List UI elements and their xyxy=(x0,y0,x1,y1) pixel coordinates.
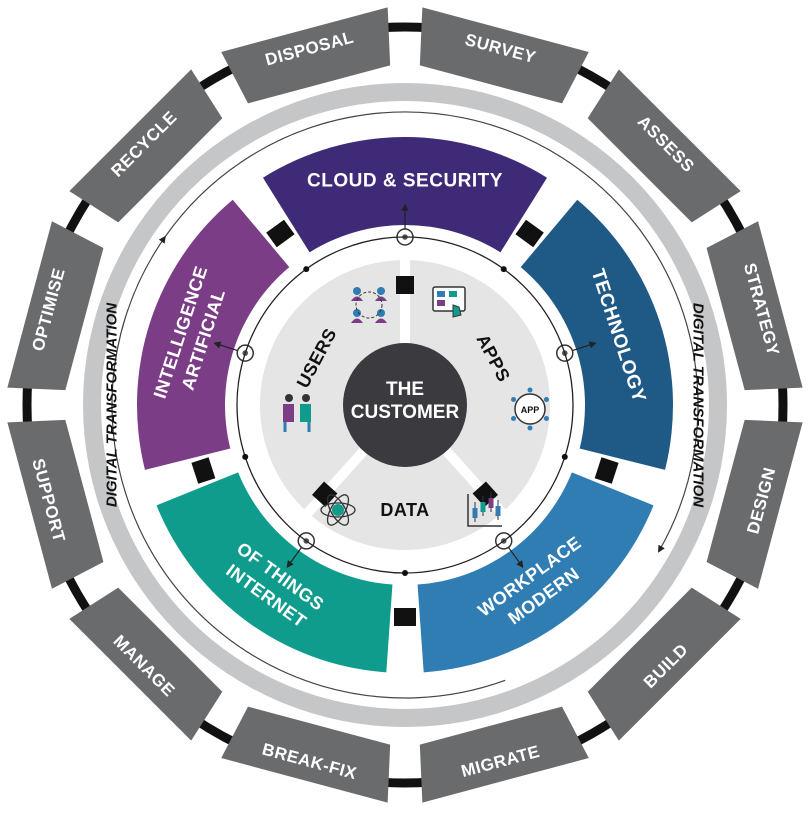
transformation-arrow-right xyxy=(164,111,699,553)
candle-body xyxy=(480,502,486,512)
lifecycle-segment-break-fix xyxy=(221,706,391,803)
lifecycle-segment-strategy xyxy=(706,221,803,391)
transformation-arrow-left xyxy=(111,235,506,699)
badge-circle xyxy=(514,393,546,425)
badge-node xyxy=(543,397,549,402)
service-connector xyxy=(394,608,416,626)
tile xyxy=(437,291,445,297)
head xyxy=(285,394,293,402)
head xyxy=(302,394,310,402)
customer-hub: THE CUSTOMER xyxy=(343,343,467,467)
lifecycle-segment-optimise xyxy=(7,221,104,391)
user-body xyxy=(375,318,387,323)
lifecycle-segment-manage xyxy=(69,587,223,741)
users-network-icon xyxy=(351,287,387,323)
app-badge-label: APP xyxy=(521,405,540,415)
badge-node xyxy=(527,387,533,393)
candle-body xyxy=(472,508,478,518)
service-segment-technology xyxy=(520,199,673,470)
service-segment-ai xyxy=(137,199,290,470)
lifecycle-segment-recycle xyxy=(69,69,223,223)
lifecycle-segment-support xyxy=(7,419,104,589)
transformation-label-right: DIGITAL TRANSFORMATION xyxy=(690,303,707,508)
candle-body xyxy=(488,498,494,508)
service-segment-iot xyxy=(156,472,393,673)
user-head xyxy=(353,287,361,295)
quadrant-connector xyxy=(311,481,338,507)
lifecycle-segment-assess xyxy=(587,69,741,223)
quadrant-gap xyxy=(442,447,508,519)
orbit-dot xyxy=(303,266,310,273)
candle-body xyxy=(495,506,501,516)
user-head xyxy=(377,309,385,317)
service-connector xyxy=(266,219,295,248)
lifecycle-segment-build xyxy=(587,587,741,741)
customer-label-line1: THE xyxy=(386,379,424,400)
body xyxy=(300,404,311,422)
quadrant-connector xyxy=(396,276,414,294)
user-body xyxy=(351,296,363,301)
service-connector xyxy=(515,219,544,248)
atom-core xyxy=(332,504,344,516)
quadrant-label-data: DATA xyxy=(380,500,429,520)
lifecycle-segment-survey xyxy=(419,7,589,104)
user-head xyxy=(353,309,361,317)
people-presentation-icon xyxy=(283,394,311,432)
service-segment-workplace xyxy=(417,472,654,673)
customer-label-line2: CUSTOMER xyxy=(351,402,460,423)
service-ring: CLOUD & SECURITYTECHNOLOGYMODERNWORKPLAC… xyxy=(137,137,673,673)
atom-icon xyxy=(320,494,356,526)
lifecycle-track xyxy=(22,22,788,788)
hand xyxy=(452,304,462,318)
network-ring xyxy=(355,291,383,319)
badge-node xyxy=(511,416,517,421)
tile xyxy=(449,291,457,297)
quadrant-gap xyxy=(302,447,368,519)
service-label-cloud: CLOUD & SECURITY xyxy=(307,171,503,192)
atom-orbit xyxy=(326,494,350,526)
tile xyxy=(437,300,445,306)
user-body xyxy=(351,318,363,323)
body xyxy=(283,404,294,422)
chart-axes xyxy=(467,494,502,527)
badge-node xyxy=(527,425,533,431)
user-body xyxy=(375,296,387,301)
customer-circle xyxy=(343,343,467,467)
app-badge-icon: APP xyxy=(511,387,549,431)
lifecycle-segment-design xyxy=(706,419,803,589)
service-connector xyxy=(594,457,619,484)
orbit-dot xyxy=(402,570,408,576)
candlestick-chart-icon xyxy=(467,492,502,527)
app-touch-screen-icon xyxy=(432,286,466,318)
atom-orbit xyxy=(326,494,350,526)
lifecycle-segment-migrate xyxy=(419,706,589,803)
orbit-dot xyxy=(500,266,507,273)
service-segment-cloud xyxy=(262,137,548,253)
user-head xyxy=(377,287,385,295)
transformation-label-left: DIGITAL TRANSFORMATION xyxy=(104,302,121,507)
screen xyxy=(432,286,466,312)
atom-orbit xyxy=(320,502,356,518)
badge-node xyxy=(543,416,549,421)
lifecycle-segment-disposal xyxy=(221,7,391,104)
service-connector xyxy=(191,457,216,484)
badge-node xyxy=(511,397,517,402)
orbit-dot xyxy=(561,453,568,460)
orbit-dot xyxy=(242,453,249,460)
